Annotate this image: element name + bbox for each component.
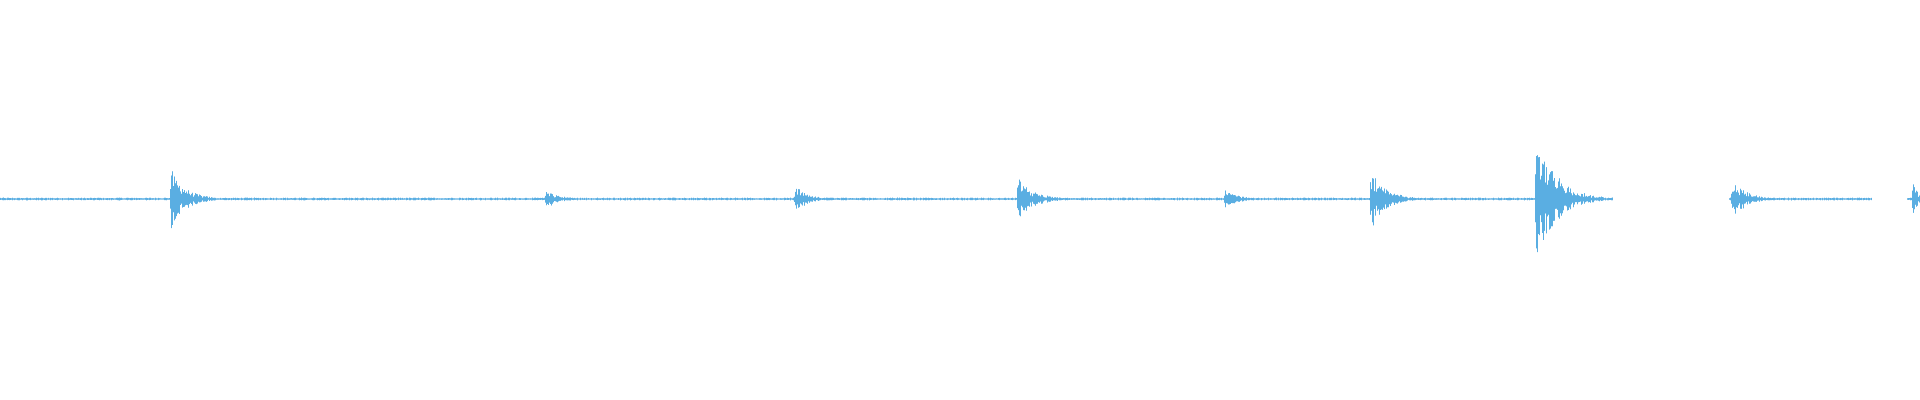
waveform-transient-2 — [543, 190, 547, 208]
waveform-transient-1 — [169, 170, 173, 227]
waveform-transient-9 — [1910, 176, 1914, 223]
waveform-transient-4 — [1016, 178, 1020, 220]
waveform-transient-7 — [1534, 141, 1538, 258]
waveform-transient-8 — [1730, 181, 1734, 217]
waveform-transient-3 — [793, 187, 797, 210]
waveform-signal — [0, 155, 1920, 253]
waveform-transient-6 — [1369, 170, 1373, 227]
waveform-transient-5 — [1223, 190, 1227, 208]
